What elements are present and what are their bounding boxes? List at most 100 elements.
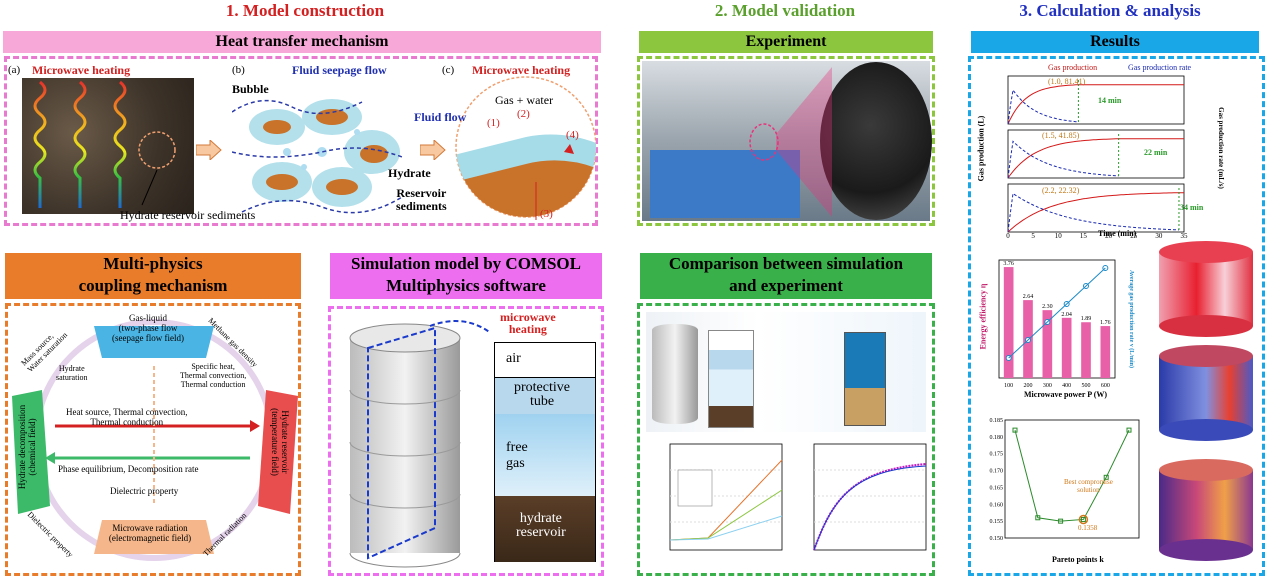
schematic-cylinder xyxy=(652,324,698,424)
header-results: Results xyxy=(971,31,1259,53)
schematic-tube xyxy=(708,330,754,428)
gp-rate-line-2 xyxy=(1007,140,1119,179)
bar-label-0: 3.76 xyxy=(1003,261,1014,267)
header-multiphysics: Multi-physics coupling mechanism xyxy=(5,253,301,299)
cylinder-result-1 xyxy=(1159,241,1253,337)
experiment-cabinet xyxy=(650,150,800,218)
label-phase-equilibrium: Phase equilibrium, Decomposition rate xyxy=(58,464,199,474)
pareto-ytick-0: 0.185 xyxy=(990,418,1004,424)
axis-average-rate: Average gas production rate v (L/min) xyxy=(1127,270,1134,368)
gp-xtick-4: 20 xyxy=(1105,232,1113,240)
temperature-chart xyxy=(669,443,783,551)
gp-xtick-3: 15 xyxy=(1080,232,1088,240)
pareto-point-0 xyxy=(1012,427,1018,433)
experiment-zoom-circle xyxy=(820,62,932,220)
coupling-ring xyxy=(12,319,298,561)
rate-line xyxy=(1008,267,1106,359)
legend-gas-production: Gas production xyxy=(1048,63,1098,72)
label-b: (b) xyxy=(232,64,245,76)
bar-frame xyxy=(998,259,1116,379)
pareto-line xyxy=(1014,429,1130,522)
pareto-ytick-1: 0.180 xyxy=(990,435,1004,441)
label-hydrate-saturation: Hydrate saturation xyxy=(56,364,88,382)
gp-xtick-1: 5 xyxy=(1031,232,1035,240)
label-heat-source: Heat source, Thermal convection, Thermal… xyxy=(66,407,188,427)
gp-xtick-7: 35 xyxy=(1181,232,1189,240)
bar-label-5: 1.76 xyxy=(1100,320,1111,326)
label-sediments: Hydrate reservoir sediments xyxy=(120,208,256,222)
label-dielectric-center: Dielectric property xyxy=(110,486,179,496)
gp-rate-line-3 xyxy=(1007,192,1180,233)
pareto-ytick-3: 0.170 xyxy=(990,469,1004,475)
axis-time: Time (min) xyxy=(1098,229,1137,238)
gp-line-1 xyxy=(1007,84,1184,125)
pareto-min: 0.1358 xyxy=(1078,524,1098,532)
node-microwave-radiation: Microwave radiation (electromagnetic fie… xyxy=(108,523,192,543)
panel-heat-transfer xyxy=(4,56,598,226)
bar-label-1: 2.64 xyxy=(1023,294,1034,300)
bar-3 xyxy=(1061,317,1072,378)
bar-0 xyxy=(1003,267,1014,378)
pareto-point-5 xyxy=(1126,427,1132,433)
panel-comsol xyxy=(328,306,604,576)
bar-cat-1: 200 xyxy=(1024,383,1033,389)
gp-xtick-6: 30 xyxy=(1155,232,1163,240)
label-c: (c) xyxy=(442,64,455,76)
label-hydrate: Hydrate xyxy=(388,166,431,180)
header-comparison: Comparison between simulation and experi… xyxy=(640,253,932,299)
label-fluid-flow: Fluid flow xyxy=(414,110,467,124)
header-heat-transfer: Heat transfer mechanism xyxy=(3,31,601,53)
pore-scale-diagram xyxy=(455,76,596,220)
label-microwave-heating-a: Microwave heating xyxy=(32,63,131,77)
header-comsol: Simulation model by COMSOL Multiphysics … xyxy=(330,253,602,299)
layer-column xyxy=(494,342,596,562)
axis-pareto: Pareto points k xyxy=(1052,555,1104,564)
section-title-calculation: 3. Calculation & analysis xyxy=(1019,1,1201,20)
point-label-3: (2.2, 22.32) xyxy=(1042,186,1080,195)
label-air: air xyxy=(506,351,521,366)
panel-experiment xyxy=(637,56,935,226)
label-specific-heat: Specific heat, Thermal convection, Therm… xyxy=(180,362,247,389)
pareto-ytick-7: 0.150 xyxy=(990,536,1004,542)
gp-panel-1 xyxy=(1007,75,1185,125)
axis-microwave-power: Microwave power P (W) xyxy=(1024,390,1108,399)
axis-gas-production: Gas production (L) xyxy=(976,115,986,182)
bar-cat-0: 100 xyxy=(1004,383,1013,389)
axis-gas-production-rate: Gas production rate (mL/s) xyxy=(1216,107,1225,189)
label-bubble: Bubble xyxy=(232,82,269,96)
point-label-2: (1.5, 41.85) xyxy=(1042,131,1080,140)
schematic-reactor xyxy=(844,332,886,426)
marker-22min: 22 min xyxy=(1144,148,1168,157)
bar-label-3: 2.04 xyxy=(1061,312,1072,318)
cylinder-model xyxy=(349,320,490,568)
arrow-right-icon-2 xyxy=(420,140,446,160)
node-hydrate-decomposition: Hydrate decomposition (chemical field) xyxy=(17,404,37,490)
legend-gas-production-rate: Gas production rate xyxy=(1128,63,1192,72)
label-free-gas: free gas xyxy=(506,440,528,471)
sediment-image xyxy=(22,78,194,214)
label-microwave-heating-c: Microwave heating xyxy=(472,63,571,77)
bar-4 xyxy=(1081,322,1091,378)
header-experiment: Experiment xyxy=(639,31,933,53)
label-reservoir-sediments: Reservoir sediments xyxy=(396,186,447,213)
bar-cat-3: 400 xyxy=(1062,383,1071,389)
axis-energy-efficiency: Energy efficiency η xyxy=(978,283,988,350)
bar-label-2: 2.30 xyxy=(1042,304,1053,310)
gp-xtick-0: 0 xyxy=(1006,232,1010,240)
energy-efficiency-chart: 3.761002.642002.303002.044001.895001.766… xyxy=(998,259,1116,389)
label-mw-heating-comsol: microwave heating xyxy=(500,310,556,336)
bar-5 xyxy=(1100,326,1111,378)
best-solution-marker xyxy=(1078,514,1089,525)
label-n3: (3) xyxy=(540,208,553,220)
pareto-ytick-5: 0.160 xyxy=(990,502,1004,508)
node-gas-liquid: Gas-liquid (two-phase flow (seepage flow… xyxy=(112,313,184,343)
pareto-note: Best compromise solution xyxy=(1064,478,1113,494)
marker-14min: 14 min xyxy=(1098,96,1122,105)
gas-production-chart xyxy=(813,443,927,551)
gp-line-3 xyxy=(1007,192,1184,233)
microwave-waves-icon xyxy=(33,80,176,208)
arrow-right-icon xyxy=(196,140,222,160)
bar-cat-4: 500 xyxy=(1082,383,1091,389)
